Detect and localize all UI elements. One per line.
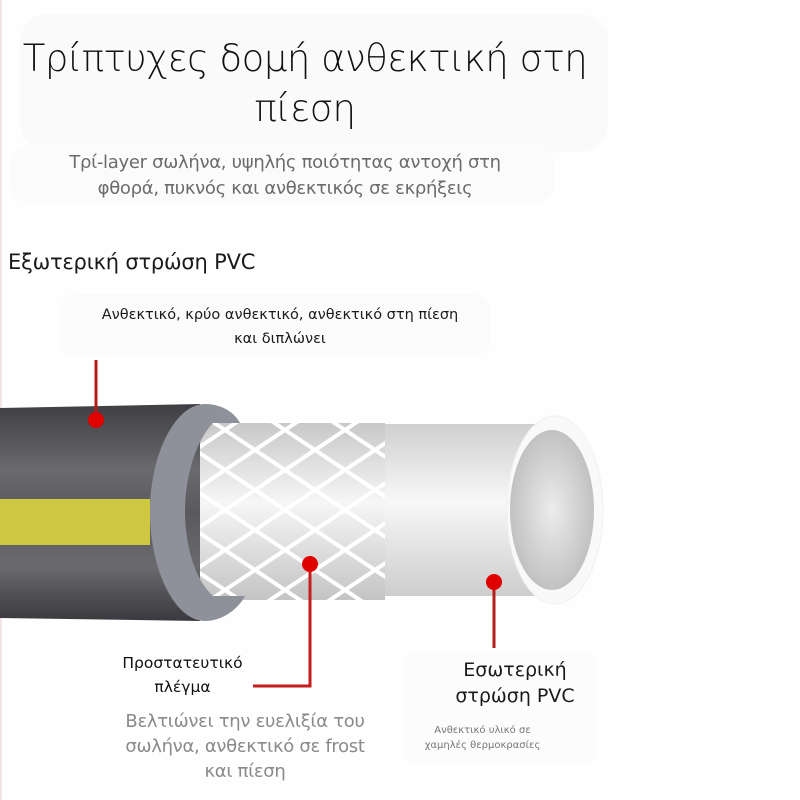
outer-layer-title: Εξωτερική στρώση PVC [8, 250, 256, 274]
title-panel [20, 14, 608, 152]
title-line-1: Τρίπτυχες δομή ανθεκτική στη [22, 37, 588, 80]
inner-desc-line-1: Ανθεκτικό υλικό σε [434, 725, 531, 736]
callout-mesh [253, 556, 318, 688]
subtitle-line-1: Τρί-layer σωλήνα, υψηλής ποιότητας αντοχ… [69, 152, 501, 173]
outer-desc-line-1: Ανθεκτικό, κρύο ανθεκτικό, ανθεκτικό στη… [101, 307, 459, 323]
callout-outer [88, 360, 104, 428]
mesh-layer-desc: Βελτιώνει την ευελιξία του σωλήνα, ανθεκ… [95, 709, 395, 784]
inner-title-line-2: στρώση PVC [455, 685, 575, 707]
mesh-desc-line-2: σωλήνα, ανθεκτικό σε frost [125, 736, 365, 757]
inner-layer-panel [405, 650, 595, 765]
inner-layer-desc: Ανθεκτικό υλικό σε χαμηλές θερμοκρασίες [400, 723, 565, 753]
left-border [0, 0, 2, 800]
page-subtitle: Τρί-layer σωλήνα, υψηλής ποιότητας αντοχ… [20, 150, 550, 202]
mesh-title-line-1: Προστατευτικό [122, 654, 243, 672]
mesh-title-line-2: πλέγμα [154, 678, 211, 696]
inner-desc-line-2: χαμηλές θερμοκρασίες [424, 740, 541, 751]
mesh-desc-line-3: και πίεση [204, 761, 286, 782]
callout-dot-icon [486, 574, 502, 590]
callout-dot-icon [302, 556, 318, 572]
outer-layer-desc: Ανθεκτικό, κρύο ανθεκτικό, ανθεκτικό στη… [60, 303, 500, 351]
subtitle-line-2: φθορά, πυκνός και ανθεκτικός σε εκρήξεις [97, 178, 473, 199]
outer-desc-line-2: και διπλώνει [234, 331, 326, 347]
callout-inner [486, 574, 502, 648]
mesh-layer-title: Προστατευτικό πλέγμα [100, 651, 265, 699]
mesh-desc-line-1: Βελτιώνει την ευελιξία του [125, 711, 365, 732]
callout-dot-icon [88, 412, 104, 428]
protective-mesh-layer [200, 423, 385, 600]
yellow-stripe [0, 499, 150, 545]
inner-layer-title: Εσωτερική στρώση PVC [430, 657, 600, 709]
outer-pvc-layer [0, 404, 245, 621]
outer-layer-desc-panel [60, 294, 490, 356]
inner-title-line-1: Εσωτερική [463, 659, 567, 681]
subtitle-panel [10, 145, 555, 203]
title-line-2: πίεση [254, 87, 356, 130]
page-title: Τρίπτυχες δομή ανθεκτική στη πίεση [0, 34, 610, 134]
